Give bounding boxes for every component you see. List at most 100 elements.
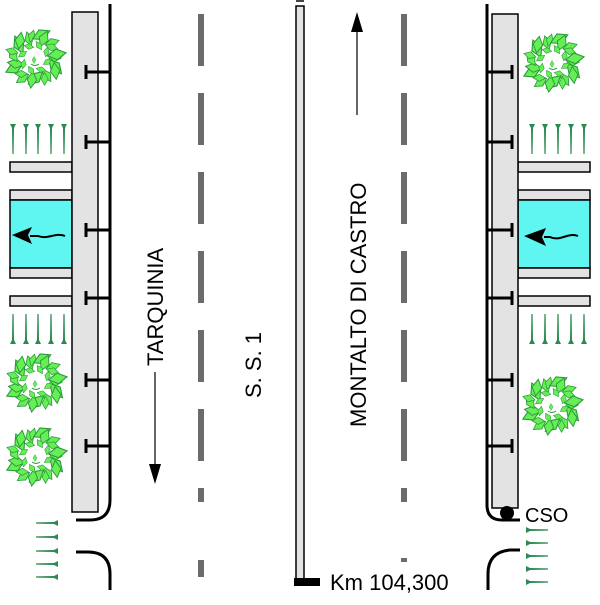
grass-icon — [542, 124, 548, 154]
grass-icon — [48, 314, 54, 344]
label-montalto: MONTALTO DI CASTRO — [346, 183, 371, 427]
grass-icon — [61, 124, 67, 154]
drain-inlet-icon — [84, 291, 110, 305]
drain-inlet-icon — [487, 65, 514, 79]
grass-icon — [35, 124, 41, 154]
arrow-up-icon — [351, 12, 363, 32]
lane-dash — [198, 93, 204, 145]
grass-icon — [36, 574, 58, 580]
drain-inlet-icon — [84, 439, 110, 453]
grass-icon — [23, 314, 29, 344]
grass-icon — [10, 124, 16, 154]
grass-icon — [36, 561, 58, 567]
grass-icon — [61, 314, 67, 344]
bush-icon — [3, 349, 69, 414]
label-tarquinia: TARQUINIA — [143, 248, 168, 366]
bush-icon — [519, 372, 585, 437]
grass-icon — [526, 540, 548, 546]
arrow-down-icon — [149, 464, 161, 484]
grass-icon — [35, 314, 41, 344]
left-bushes — [2, 25, 69, 488]
drain-inlet-icon — [487, 373, 514, 387]
lane-dash — [401, 172, 407, 224]
grass-icon — [36, 548, 58, 554]
grass-icon — [529, 124, 535, 154]
right-channel-edge-bottom-1 — [517, 267, 591, 279]
grass-icon — [48, 124, 54, 154]
drain-inlet-icon — [84, 135, 110, 149]
grass-icon — [542, 314, 548, 344]
grass-icon — [581, 124, 587, 154]
right-curb — [485, 4, 520, 522]
label-road-name: S. S. 1 — [241, 332, 266, 398]
flow-arrow-left-icon — [12, 227, 66, 244]
lane-dash — [198, 172, 204, 224]
drain-inlet-icon — [487, 223, 514, 237]
flow-arrow-right-channel-icon — [524, 228, 579, 246]
lane-marking-left — [198, 14, 204, 577]
right-water-channel — [517, 161, 591, 307]
grass-icon — [526, 527, 548, 533]
grass-icon — [36, 520, 58, 526]
bush-icon — [520, 29, 586, 94]
kilometer-post — [294, 578, 320, 586]
bush-icon — [3, 423, 69, 488]
lane-dash — [401, 409, 407, 461]
grass-icon — [526, 566, 548, 572]
grass-icon — [23, 124, 29, 154]
lane-dash — [401, 251, 407, 303]
drain-inlet-icon — [84, 65, 110, 79]
drain-inlet-icon — [487, 135, 514, 149]
left-drain-inlets — [84, 65, 110, 453]
right-channel-edge-top-2 — [517, 189, 591, 201]
drain-inlet-icon — [487, 291, 514, 305]
grass-icon — [581, 314, 587, 344]
direction-tarquinia: TARQUINIA — [143, 248, 168, 484]
left-curb-lower — [76, 550, 112, 590]
right-channel-edge-top-1 — [517, 161, 591, 173]
lane-dash — [401, 14, 407, 66]
left-channel-edge-top-1 — [9, 161, 73, 173]
center-divider — [295, 5, 305, 585]
drain-inlet-icon — [84, 223, 110, 237]
grass-icon — [529, 314, 535, 344]
right-sidewalk — [491, 13, 519, 509]
grass-icon — [555, 314, 561, 344]
bush-icon — [2, 25, 68, 90]
direction-montalto: MONTALTO DI CASTRO — [346, 12, 371, 427]
lane-dash — [401, 488, 407, 502]
lane-marking-right — [401, 14, 407, 562]
grass-icon — [526, 553, 548, 559]
center-divider-cap — [296, 0, 304, 2]
grass-icon — [568, 314, 574, 344]
left-channel-edge-top-2 — [9, 189, 73, 201]
grass-icon — [555, 124, 561, 154]
left-channel-edge-bottom-2 — [9, 295, 73, 307]
drain-inlet-icon — [84, 373, 110, 387]
grass-icon — [36, 534, 58, 540]
grass-icon — [568, 124, 574, 154]
lane-dash — [198, 14, 204, 66]
left-water-channel — [9, 161, 73, 307]
left-sidewalk — [71, 11, 99, 513]
lane-dash — [198, 330, 204, 382]
lane-dash — [198, 409, 204, 461]
right-curb-lower — [486, 548, 520, 590]
right-drain-inlets — [487, 65, 514, 453]
lane-dash — [401, 330, 407, 382]
lane-dash — [401, 558, 407, 562]
left-curb — [76, 4, 112, 522]
right-channel-water — [517, 199, 591, 269]
cso-outfall-icon — [500, 506, 514, 520]
grass-icon — [10, 314, 16, 344]
lane-dash — [198, 251, 204, 303]
lane-dash — [198, 488, 204, 502]
label-cso: CSO — [525, 505, 568, 527]
left-channel-edge-bottom-1 — [9, 267, 73, 279]
lane-dash — [401, 93, 407, 145]
grass-icon — [526, 579, 548, 585]
right-bushes — [519, 29, 586, 437]
label-kilometer: Km 104,300 — [330, 570, 449, 595]
